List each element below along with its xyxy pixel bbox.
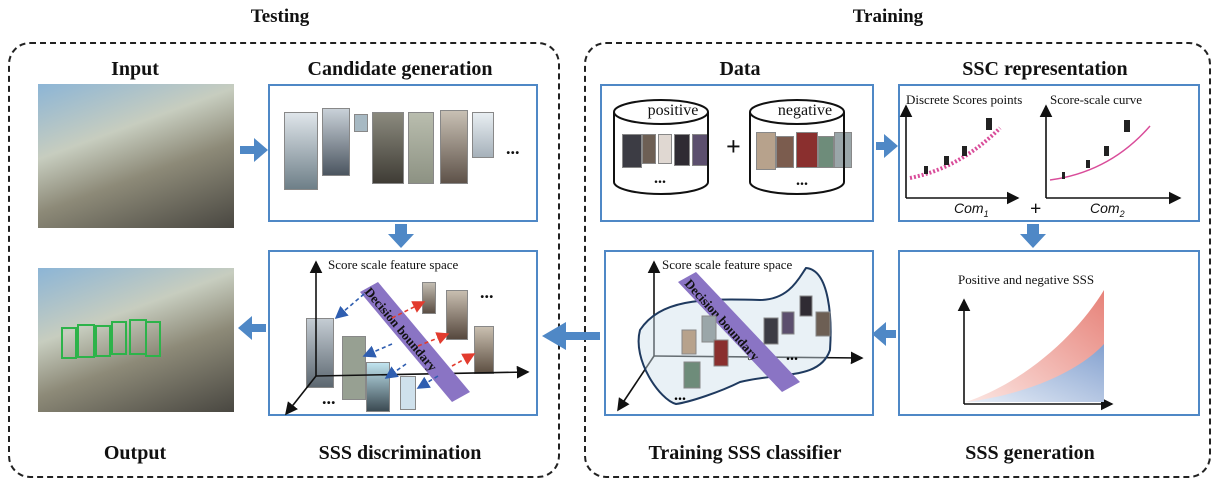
discrete-scores-title: Discrete Scores points	[906, 92, 1023, 107]
sss-ellipsis-bottom: ...	[322, 388, 336, 408]
data-cylinders	[613, 99, 845, 195]
positive-sample	[642, 134, 656, 164]
candidate-thumb	[472, 112, 494, 158]
discrete-points-curve	[909, 126, 1002, 180]
arrow-ssc-to-ssgen	[1020, 224, 1046, 248]
arrow-ssgen-to-classifier	[872, 322, 896, 346]
ssc-representation-label: SSC representation	[962, 58, 1128, 80]
data-panel: positive negative ... + ...	[600, 84, 874, 222]
sss-sample	[342, 336, 366, 400]
negative-sample	[818, 136, 834, 168]
detection-boxes	[61, 319, 161, 359]
test-feature-space-text: Score scale feature space	[328, 257, 459, 272]
sss-generation-label: SSS generation	[965, 442, 1095, 464]
score-scale-curve-title: Score-scale curve	[1050, 92, 1143, 107]
sss-generation-panel: Positive and negative SSS	[898, 250, 1200, 416]
input-street-photo	[38, 84, 234, 228]
candidate-thumb	[372, 112, 404, 184]
data-label: Data	[719, 58, 761, 80]
negative-sss-area	[966, 344, 1104, 402]
candidate-thumb	[284, 112, 318, 190]
data-plus: +	[726, 132, 741, 161]
negative-text: negative	[777, 102, 833, 119]
sss-discrimination-label: SSS discrimination	[318, 442, 482, 464]
train-feature-space-text: Score scale feature space	[662, 257, 793, 272]
output-street-photo	[38, 268, 234, 412]
sss-sample	[400, 376, 416, 410]
training-title: Training	[852, 6, 924, 27]
candidate-generation-label: Candidate generation	[307, 58, 493, 80]
arrow-sss-to-output	[238, 316, 266, 340]
ssc-plus: +	[1030, 198, 1042, 220]
candidate-thumb	[440, 110, 468, 184]
arrow-train-to-test	[542, 322, 600, 350]
testing-group	[8, 42, 560, 478]
input-label: Input	[111, 58, 159, 80]
sss-sample	[446, 290, 468, 340]
train-ellipsis-a: ...	[786, 347, 798, 364]
flow-arrows	[238, 134, 1046, 350]
score-scale-curve	[1049, 125, 1151, 181]
test-boundary-text: Decision boundary	[362, 284, 441, 374]
train-ellipsis-b: ...	[674, 387, 686, 404]
negative-sample	[756, 132, 776, 170]
candidate-ellipsis: ...	[506, 138, 520, 158]
positive-sample	[658, 134, 672, 164]
positive-ellipsis: ...	[654, 170, 666, 187]
arrow-candidate-to-sss	[388, 224, 414, 248]
com1-label: Com1	[954, 200, 989, 219]
training-group	[584, 42, 1211, 478]
sss-sample	[422, 282, 436, 314]
negative-sample	[776, 136, 794, 168]
positive-sample	[674, 134, 690, 166]
pos-neg-sss-text: Positive and negative SSS	[958, 272, 1095, 287]
test-decision-boundary	[360, 282, 470, 402]
candidate-thumb	[408, 112, 434, 184]
candidate-thumb	[322, 108, 350, 176]
testing-title: Testing	[250, 6, 310, 27]
com2-label: Com2	[1090, 200, 1125, 219]
positive-sample	[622, 134, 642, 168]
positive-text: positive	[647, 102, 699, 119]
train-decision-boundary	[678, 272, 800, 392]
output-label: Output	[103, 442, 167, 464]
candidate-generation-panel: ...	[268, 84, 538, 222]
arrow-input-to-candidate	[240, 138, 268, 162]
negative-ellipsis: ...	[796, 172, 808, 189]
candidate-thumb	[354, 114, 368, 132]
sss-ellipsis-top: ...	[480, 282, 494, 302]
training-sss-classifier-label: Training SSS classifier	[648, 442, 842, 464]
arrow-data-to-ssc	[876, 134, 898, 158]
negative-sample	[796, 132, 818, 168]
